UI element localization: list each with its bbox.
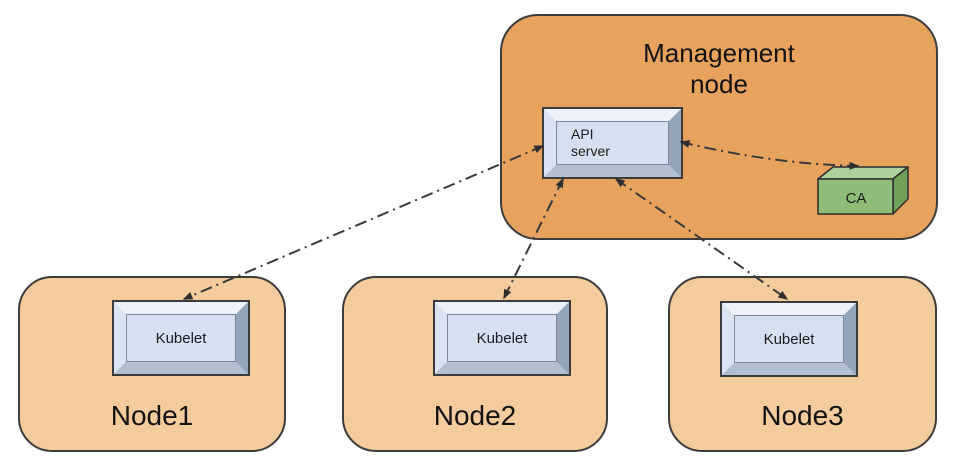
kubelet-label-node3: Kubelet [763, 330, 815, 348]
ca-label: CA [846, 190, 867, 207]
api-server-label: API server [571, 126, 610, 159]
kubelet-box-node2: Kubelet [435, 302, 569, 374]
node2-box: Kubelet Node2 [342, 276, 608, 452]
management-node-box: Management node API server CA [500, 14, 938, 240]
node3-label: Node3 [761, 400, 844, 431]
node1-box: Kubelet Node1 [18, 276, 286, 452]
kubelet-box-node1: Kubelet [114, 302, 248, 374]
node3-box: Kubelet Node3 [668, 276, 937, 452]
ca-box: CA [817, 166, 909, 215]
management-node-label: Management node [643, 38, 795, 99]
kubelet-label-node1: Kubelet [155, 329, 207, 347]
api-server-box: API server [544, 109, 681, 177]
kubelet-box-node3: Kubelet [722, 303, 856, 375]
node2-label: Node2 [433, 400, 517, 431]
node1-label: Node1 [110, 400, 194, 431]
ca-front-face [817, 178, 894, 215]
kubelet-label-node2: Kubelet [476, 329, 528, 347]
